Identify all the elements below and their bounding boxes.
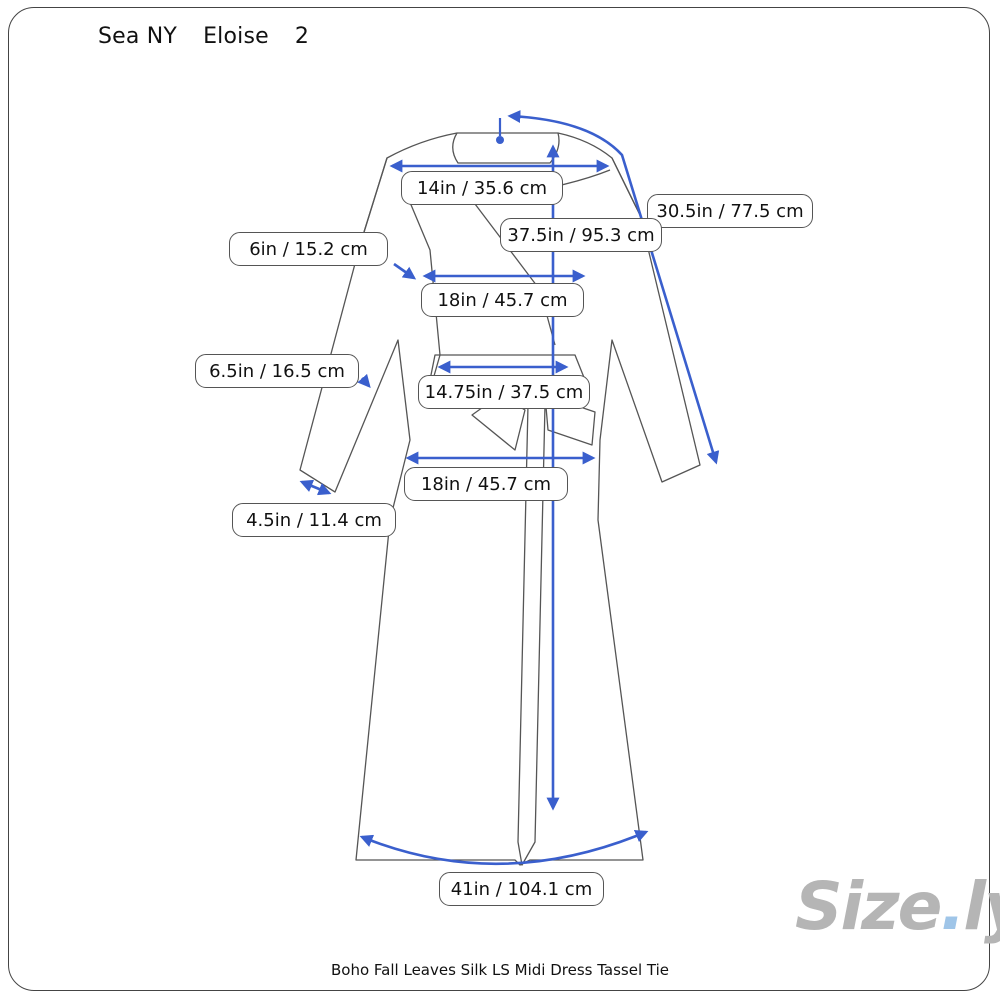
measurement-label-waist: 14.75in / 37.5 cm (418, 375, 590, 409)
arrow-cuff (299, 479, 332, 496)
measurement-label-bust: 18in / 45.7 cm (421, 283, 584, 317)
arrow-armhole (393, 262, 417, 280)
arrow-sleeve (507, 110, 720, 465)
neck-point-dot (496, 136, 504, 144)
measurement-label-hip: 18in / 45.7 cm (404, 467, 568, 501)
measurement-label-front-length: 37.5in / 95.3 cm (500, 218, 662, 252)
measurement-label-bicep: 6.5in / 16.5 cm (195, 354, 359, 388)
sleeve-seam-left (359, 157, 388, 246)
header-title: Sea NY Eloise 2 (98, 24, 309, 49)
product-title: Boho Fall Leaves Silk LS Midi Dress Tass… (331, 961, 669, 979)
brand-name: Sea NY (98, 24, 178, 49)
collar-outline (452, 132, 560, 164)
size-value: 2 (294, 24, 310, 49)
measurement-label-armhole: 6in / 15.2 cm (229, 232, 388, 266)
sizely-logo: Size.ly (795, 868, 1000, 945)
measurement-label-cuff: 4.5in / 11.4 cm (232, 503, 396, 537)
measurement-label-shoulder: 14in / 35.6 cm (401, 171, 563, 205)
arrow-hem (359, 830, 649, 866)
arrow-bicep (357, 373, 371, 388)
measurement-label-hem: 41in / 104.1 cm (439, 872, 604, 906)
model-name: Eloise (203, 24, 269, 49)
measurement-label-sleeve: 30.5in / 77.5 cm (647, 194, 813, 228)
